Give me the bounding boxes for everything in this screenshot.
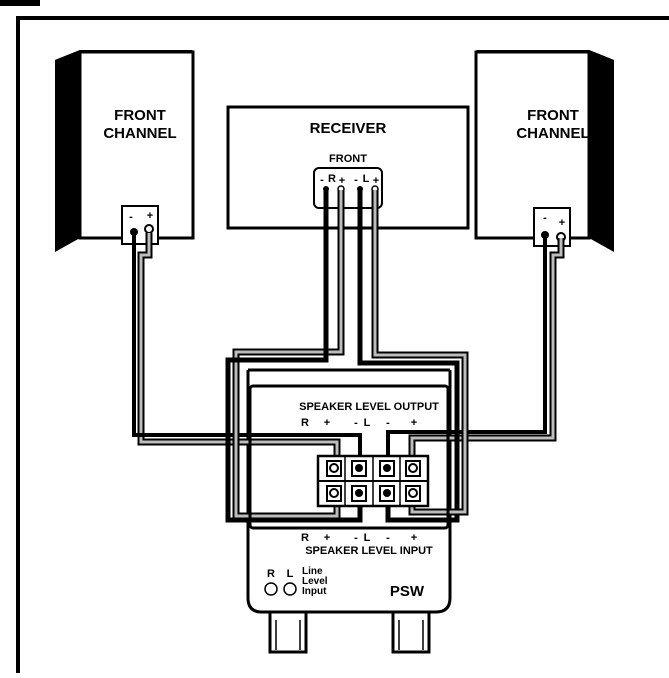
line-input-l-jack: [283, 582, 297, 596]
receiver-terminal-block: [313, 167, 383, 209]
left-speaker-minus: -: [129, 211, 133, 223]
output-r-plus-terminal: [329, 463, 339, 473]
output-plus2: +: [411, 417, 417, 429]
input-l-minus-terminal: [383, 489, 391, 497]
output-minus2: -: [386, 417, 390, 429]
output-l: L: [364, 417, 371, 429]
receiver-r: R: [328, 173, 336, 185]
output-l-minus-terminal: [383, 464, 391, 472]
input-minus2: -: [386, 532, 390, 544]
output-r: R: [301, 417, 309, 429]
model-label: PSW: [390, 583, 425, 600]
right-front-speaker: FRONT CHANNEL - +: [474, 50, 614, 252]
output-plus1: +: [324, 417, 330, 429]
right-speaker-minus: -: [543, 212, 547, 224]
receiver-front-label: FRONT: [329, 153, 367, 165]
input-minus1: -: [354, 532, 358, 544]
left-speaker-label-line1: FRONT: [114, 107, 166, 124]
line-input-l: L: [287, 568, 294, 580]
line-input-r-jack: [264, 582, 278, 596]
right-speaker-label-line2: CHANNEL: [516, 125, 589, 142]
right-speaker-plus: +: [559, 217, 565, 229]
input-plus1: +: [324, 532, 330, 544]
speaker-level-output-title: SPEAKER LEVEL OUTPUT: [299, 401, 439, 413]
input-plus2: +: [411, 532, 417, 544]
input-r: R: [301, 532, 309, 544]
output-r-minus-terminal: [355, 464, 363, 472]
receiver-title: RECEIVER: [310, 120, 387, 137]
right-speaker-label-line1: FRONT: [527, 107, 579, 124]
output-l-plus-terminal: [408, 463, 418, 473]
line-input-label-2: Level: [302, 576, 328, 587]
subwoofer-panel: SPEAKER LEVEL OUTPUT R + - L - + R + - L…: [248, 384, 450, 600]
receiver-r-plus: +: [339, 175, 345, 187]
receiver-r-minus: -: [320, 174, 324, 186]
left-speaker-label-line2: CHANNEL: [103, 125, 176, 142]
input-r-minus-terminal: [355, 489, 363, 497]
left-speaker-plus-terminal: [144, 224, 154, 234]
left-front-speaker: FRONT CHANNEL - +: [55, 50, 195, 252]
speaker-wires: [132, 190, 565, 523]
receiver-l-plus: +: [373, 175, 379, 187]
receiver-l: L: [363, 173, 370, 185]
input-l-plus-terminal: [408, 488, 418, 498]
line-input-label-1: Line: [302, 566, 323, 577]
diagram-frame: [16, 16, 669, 673]
input-l: L: [364, 532, 371, 544]
line-input-label-3: Input: [302, 586, 327, 597]
receiver: RECEIVER FRONT - R + - L +: [226, 105, 470, 230]
input-r-plus-terminal: [329, 488, 339, 498]
output-minus1: -: [354, 417, 358, 429]
receiver-l-minus: -: [354, 174, 358, 186]
line-input-r: R: [267, 568, 275, 580]
speaker-level-input-title: SPEAKER LEVEL INPUT: [305, 545, 433, 557]
corner-mark: [0, 0, 40, 6]
left-speaker-plus: +: [147, 210, 153, 222]
